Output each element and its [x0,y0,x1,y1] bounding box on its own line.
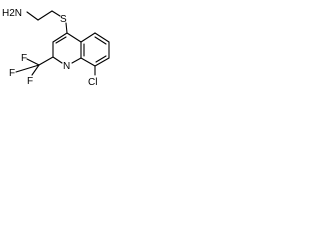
fluorine-left-label: F [9,68,15,79]
bond-c4-c4a [66,32,82,43]
bond-n-c1 [26,11,39,21]
bond-c7-c8-inner [95,55,107,63]
sulfur-label: S [60,14,67,25]
bond-c5-c6-inner [94,36,107,45]
amine-label: H2N [2,8,22,19]
bond-c2-n [52,56,63,64]
bond-c4a-c5 [80,32,96,43]
chemical-structure-diagram: H2N S N F F F Cl [2,8,110,88]
fluorine-top-label: F [21,53,27,64]
bond-cf3-f-left [15,64,40,73]
bond-c1-c2 [37,10,53,21]
bond-c4-c3-inner [55,36,67,44]
bond-s-c4 [65,22,68,34]
bond-c8-c8a [80,57,96,67]
bond-c4-c3 [52,32,68,43]
bond-cf3-f-top [26,58,40,66]
bond-n-c8a [71,57,82,64]
bond-c2-cf3 [38,56,54,66]
fluorine-bottom-label: F [27,76,33,87]
bond-c7-c8 [94,57,110,67]
bond-c5-c6 [94,32,110,43]
nitrogen-label: N [63,61,70,72]
bond-cf3-f-bottom [31,64,40,76]
chlorine-label: Cl [88,77,97,88]
bond-c2-s [51,10,61,17]
